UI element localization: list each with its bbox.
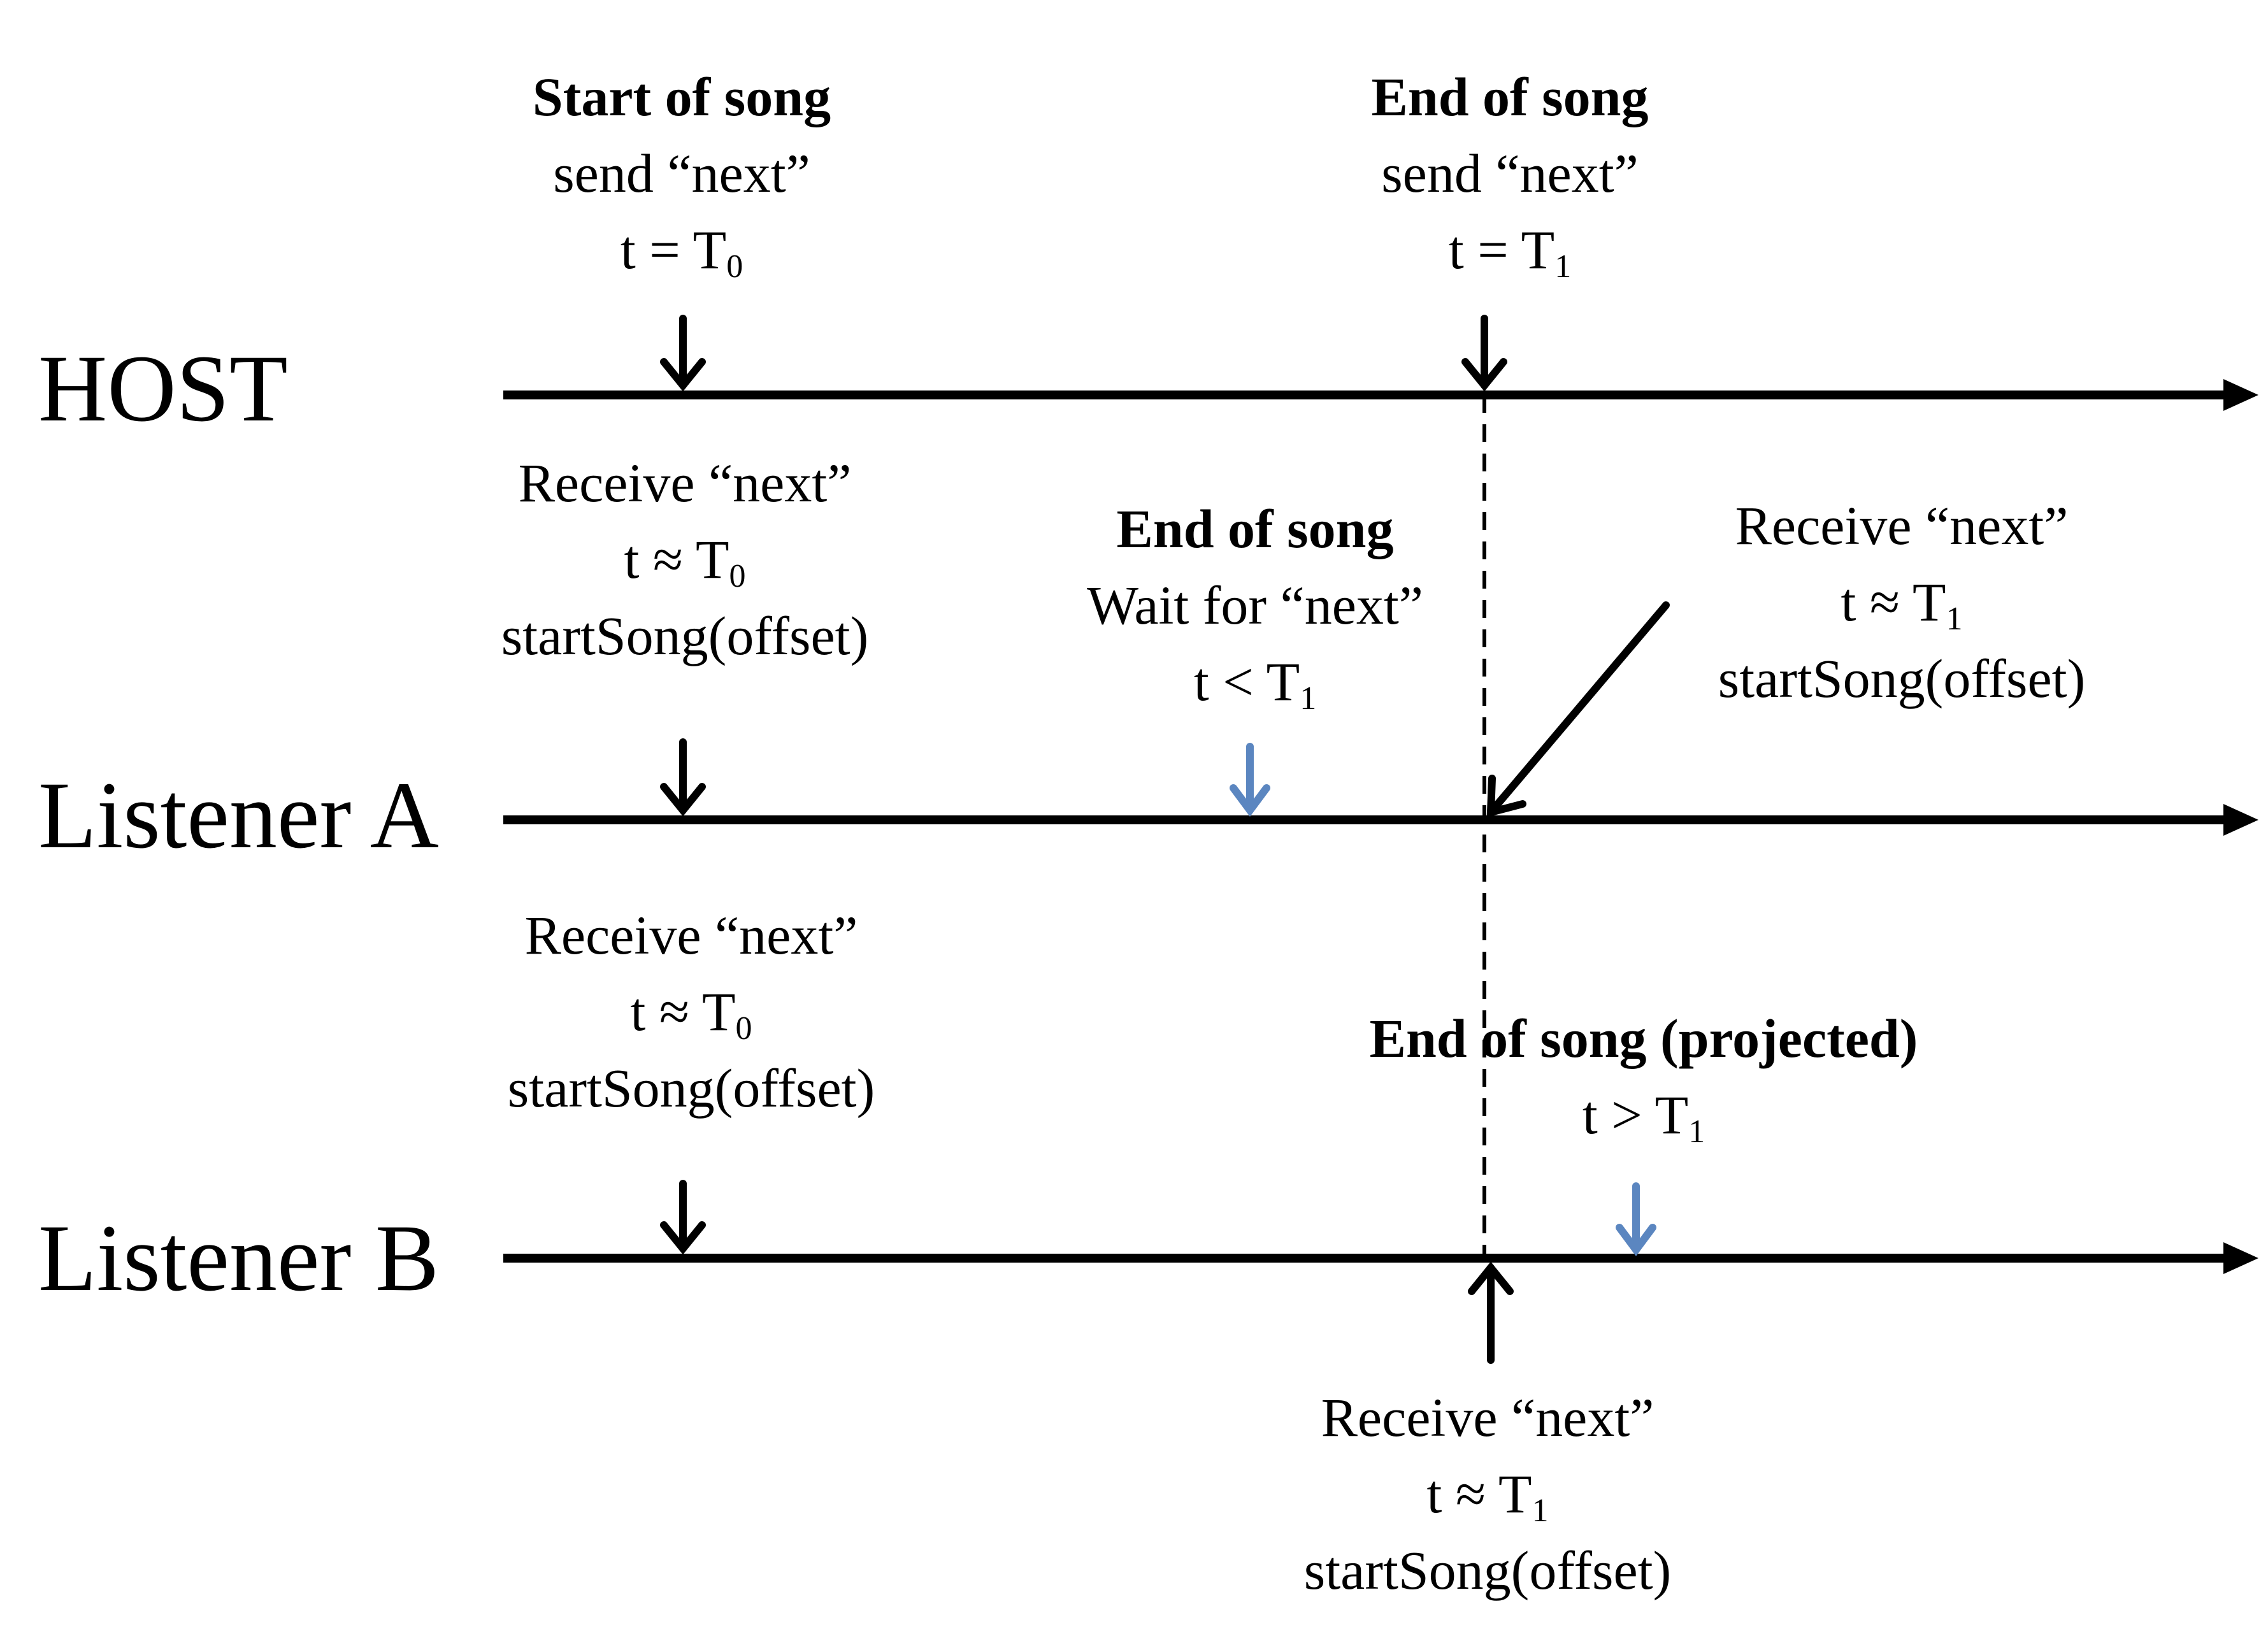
listener-a-receive-end-label: Receive “next” t ≈ T1 startSong(offset) [1663,487,2141,717]
host-start-arrow [660,315,706,392]
listener-b-receive-end-call: startSong(offset) [1303,1540,1672,1601]
listener-b-receive-start-line: Receive “next” [524,905,858,966]
host-start-title: Start of song [532,66,831,127]
listener-b-receive-start-label: Receive “next” t ≈ T0 startSong(offset) [452,897,930,1126]
host-row-label: HOST [38,336,288,441]
listener-b-end-title: End of song (projected) [1369,1008,1918,1069]
host-end-time: t = T1 [1448,219,1572,285]
listener-a-end-marker [1230,743,1270,817]
host-end-action: send “next” [1381,143,1639,204]
listener-a-end-title: End of song [1116,498,1394,559]
host-start-label: Start of song send “next” t = T0 [491,59,873,288]
listener-a-receive-start-line: Receive “next” [518,452,852,513]
host-start-time: t = T0 [620,219,743,285]
listener-a-receive-start-arrow [660,738,706,817]
listener-b-receive-end-time: t ≈ T1 [1426,1463,1549,1529]
listener-b-receive-start-time: t ≈ T0 [630,981,752,1047]
listener-a-receive-start-call: startSong(offset) [501,605,869,666]
listener-a-receive-end-line: Receive “next” [1735,495,2069,556]
listener-a-receive-end-time: t ≈ T1 [1841,571,1963,637]
listener-b-receive-end-line: Receive “next” [1321,1387,1654,1448]
host-end-title: End of song [1371,66,1649,127]
listener-b-receive-start-call: startSong(offset) [507,1057,875,1119]
listener-a-receive-end-call: startSong(offset) [1718,648,2086,709]
host-end-arrow [1461,315,1507,392]
listener-a-end-label: End of song Wait for “next” t < T1 [1032,491,1478,720]
listener-b-end-time: t > T1 [1582,1084,1705,1150]
host-start-action: send “next” [553,143,810,204]
listener-b-receive-end-label: Receive “next” t ≈ T1 startSong(offset) [1249,1379,1726,1609]
listener-a-receive-start-time: t ≈ T0 [624,529,746,594]
listener-a-receive-start-label: Receive “next” t ≈ T0 startSong(offset) [446,445,924,674]
listener-b-row-label: Listener B [38,1205,440,1311]
listener-a-timeline [503,804,2258,836]
listener-a-row-label: Listener A [38,763,440,868]
host-timeline [503,379,2258,411]
listener-a-receive-end-arrow [1486,601,1670,817]
listener-a-end-action: Wait for “next” [1087,575,1423,636]
listener-a-end-time: t < T1 [1193,651,1317,717]
listener-b-timeline [503,1242,2258,1274]
listener-b-receive-end-arrow [1468,1261,1514,1364]
listener-b-receive-start-arrow [660,1180,706,1255]
listener-b-end-marker [1616,1182,1656,1257]
listener-b-end-label: End of song (projected) t > T1 [1357,1000,1930,1153]
host-end-label: End of song send “next” t = T1 [1319,59,1701,288]
